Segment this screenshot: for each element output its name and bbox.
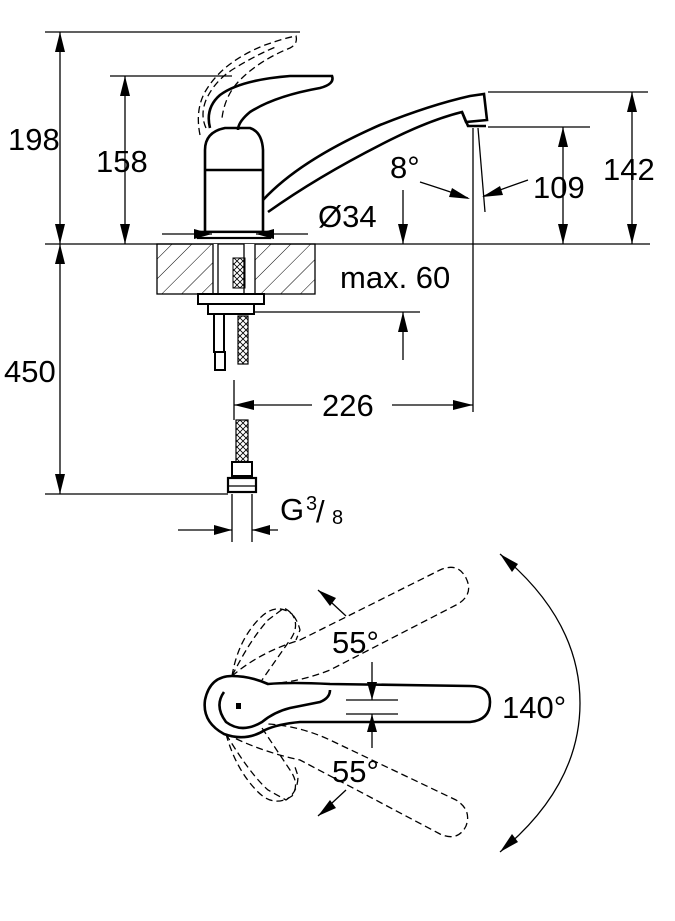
lever-left-outlines — [225, 608, 297, 802]
dim-450-label: 450 — [4, 354, 56, 389]
angle-55-lower: 55° — [317, 713, 398, 817]
arc-140-dimension: 140° — [499, 553, 581, 853]
angle-55-upper: 55° — [317, 589, 398, 701]
thread-g38-annotation: G 3 / 8 — [178, 492, 343, 542]
angle-140-label: 140° — [502, 690, 566, 725]
dimension-109: 109 — [488, 126, 590, 244]
mounting-shank — [197, 243, 265, 371]
angle-55-upper-label: 55° — [332, 625, 379, 660]
top-view-lever — [203, 674, 492, 739]
dimension-226: 226 — [233, 380, 473, 423]
angle-55-lower-label: 55° — [332, 754, 379, 789]
thread-g-label: G — [280, 492, 304, 527]
diameter-34-annotation: Ø34 — [162, 199, 377, 239]
flexible-hose — [226, 419, 258, 494]
max-60-label: max. 60 — [340, 260, 450, 295]
lever-rotated-upper — [231, 566, 470, 685]
faucet-body — [196, 126, 272, 240]
side-view: 198 158 142 109 — [4, 31, 655, 542]
dim-109-label: 109 — [533, 170, 585, 205]
dimension-198: 198 — [8, 31, 300, 244]
thread-slash: / — [316, 494, 325, 529]
thread-denominator: 8 — [332, 507, 343, 529]
top-view: 140° 55° 55° — [203, 553, 581, 853]
lever-rotated-lower — [225, 723, 469, 838]
dimension-158: 158 — [96, 75, 232, 244]
dim-158-label: 158 — [96, 144, 148, 179]
angle-8-annotation: 8° — [390, 127, 529, 412]
dim-198-label: 198 — [8, 122, 60, 157]
diameter-34-label: Ø34 — [318, 199, 377, 234]
dim-142-label: 142 — [603, 152, 655, 187]
thread-numerator: 3 — [306, 493, 317, 515]
dimension-450: 450 — [4, 244, 228, 495]
max-60-dimension: max. 60 — [255, 190, 450, 360]
angle-8-label: 8° — [390, 150, 420, 185]
faucet-lever — [207, 74, 334, 131]
lever-raised-outline — [197, 35, 298, 136]
dimension-142: 142 — [488, 91, 655, 244]
faucet-spout — [262, 92, 489, 214]
dim-226-label: 226 — [322, 388, 374, 423]
